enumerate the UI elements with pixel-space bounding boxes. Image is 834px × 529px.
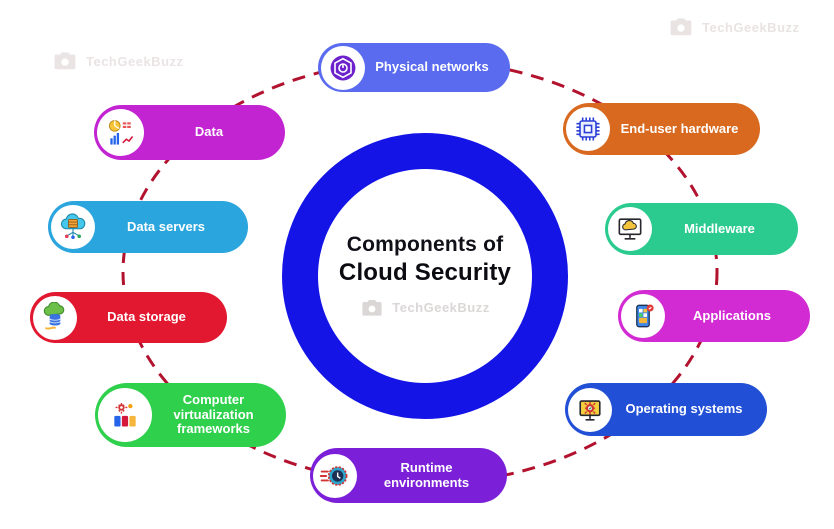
pill-middleware: Middleware (605, 203, 798, 255)
monitor-cloud-icon (618, 218, 642, 240)
pill-computer-virtualization-frameworks: Computer virtualization frameworks (95, 383, 286, 447)
pill-label: Applications (692, 307, 771, 323)
pill-label: Middleware (684, 220, 755, 236)
charts-icon (108, 119, 133, 145)
pill-applications: Applications (618, 290, 810, 342)
monitor-gear-icon (579, 399, 601, 421)
pill-end-user-hardware: End-user hardware (563, 103, 760, 155)
center-ring: Components of Cloud Security TechGeekBuz… (282, 133, 568, 419)
camera-icon (54, 52, 76, 70)
pill-icon-circle (321, 45, 365, 90)
pill-label: Data (194, 124, 224, 140)
stopwatch-speed-icon (319, 465, 348, 486)
watermark-center: TechGeekBuzz (360, 296, 490, 320)
pill-icon-circle (313, 453, 357, 498)
pill-icon-circle (608, 207, 652, 251)
watermark-top-left: TechGeekBuzz (52, 48, 184, 74)
pill-operating-systems: Operating systems (565, 383, 767, 436)
cloud-database-icon (43, 301, 65, 330)
camera-icon (670, 18, 692, 36)
pill-icon-circle (621, 294, 665, 338)
pill-label: Runtime environments (383, 459, 470, 490)
gear-databases-icon (114, 403, 136, 427)
pill-data-storage: Data storage (30, 292, 227, 343)
watermark-text: TechGeekBuzz (702, 19, 800, 35)
pill-label: Computer virtualization frameworks (173, 391, 254, 437)
camera-icon (362, 299, 382, 316)
pill-icon-circle (51, 205, 95, 249)
pill-label: Operating systems (625, 401, 743, 417)
diagram-title-line1: Components of (346, 232, 504, 256)
pill-label: Data storage (107, 309, 186, 325)
pill-icon-circle (568, 387, 612, 432)
network-chip-icon (330, 55, 356, 80)
pill-label: End-user hardware (620, 120, 739, 136)
pill-label: Data servers (126, 218, 206, 234)
pill-icon-circle (98, 388, 152, 442)
cloud-server-icon (60, 213, 86, 239)
pill-data: Data (94, 105, 285, 160)
cpu-chip-icon (576, 117, 600, 141)
pill-label: Physical networks (375, 59, 489, 75)
pill-data-servers: Data servers (48, 201, 248, 253)
pill-icon-circle (566, 107, 610, 151)
pill-physical-networks: Physical networks (318, 43, 510, 92)
watermark-top-right: TechGeekBuzz (668, 14, 800, 40)
smartphone-apps-icon (636, 304, 654, 328)
pill-icon-circle (33, 295, 77, 340)
diagram-title-line2: Cloud Security (338, 258, 512, 286)
watermark-text: TechGeekBuzz (392, 300, 490, 315)
watermark-text: TechGeekBuzz (86, 53, 184, 69)
pill-runtime-environments: Runtime environments (310, 448, 507, 503)
pill-icon-circle (97, 109, 144, 156)
